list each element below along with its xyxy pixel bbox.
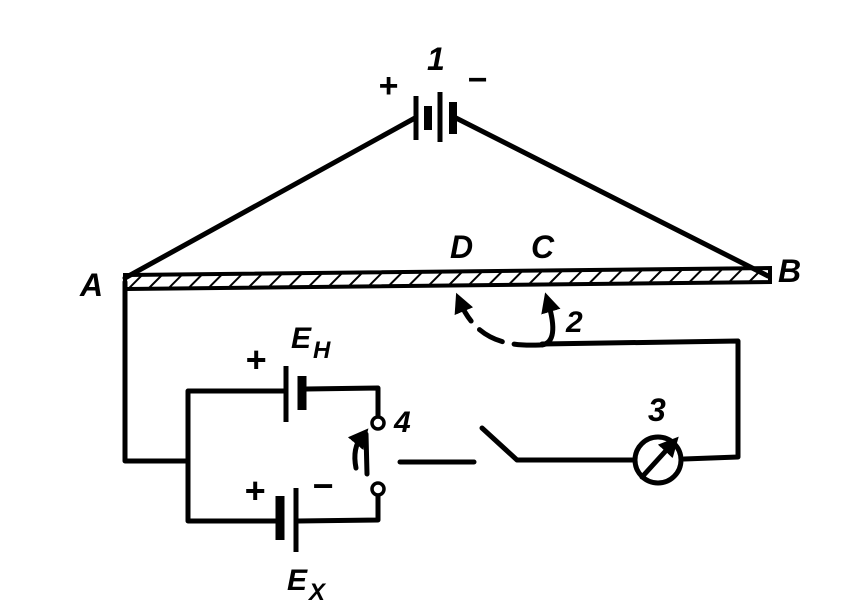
wire-normal-cell-to-switch [303,385,381,419]
switch-terminal-top [370,415,386,431]
slider-contact-c [539,292,561,348]
normal-cell-label-sub: H [313,337,331,364]
point-a-label: A [79,267,103,303]
slider-contact-d [454,292,543,348]
normal-cell-plus-sign: + [245,339,266,380]
galvanometer [632,434,684,486]
galvanometer-number-label: 3 [648,392,666,428]
wire-slider-to-galvanometer [539,338,741,462]
normal-cell-label: EH [291,322,331,364]
unknown-cell-label-sub: X [307,579,327,606]
unknown-cell-minus-sign: − [312,465,333,506]
unknown-cell [185,458,381,552]
wire-a-to-cells [122,279,191,464]
slide-wire-ab [123,265,772,292]
switch-arrow [347,428,369,471]
wire-battery-to-b [453,115,771,279]
wire-unknown-cell-to-switch [295,493,381,524]
switch-number-label: 4 [393,406,411,439]
unknown-cell-plus-sign: + [244,470,265,511]
key-lever [479,425,637,463]
switch-terminal-bottom [370,481,386,497]
wire-battery-to-a [122,115,418,281]
labels: 1 + − A B D C 2 3 4 + EH + − EX [79,41,801,606]
sliding-contacts [454,292,741,462]
battery-number-label: 1 [427,41,445,77]
resistance-wire [123,265,772,292]
switch-blade [363,431,370,477]
unknown-cell-label: EX [287,564,327,606]
point-c-label: C [531,229,555,265]
normal-cell [185,366,381,464]
unknown-cell-label-main: E [287,564,308,597]
key-switch [397,425,637,465]
battery-minus-sign: − [467,61,487,99]
two-way-switch [347,415,386,497]
slider-number-label: 2 [565,306,583,339]
normal-cell-label-main: E [291,322,312,355]
main-battery [122,92,771,281]
wire-unknown-cell-left [185,458,279,524]
galvanometer-needle [639,436,679,480]
wire-normal-cell-left [185,388,287,464]
point-b-label: B [778,253,801,289]
battery-plus-sign: + [378,67,398,105]
point-d-label: D [450,229,473,265]
